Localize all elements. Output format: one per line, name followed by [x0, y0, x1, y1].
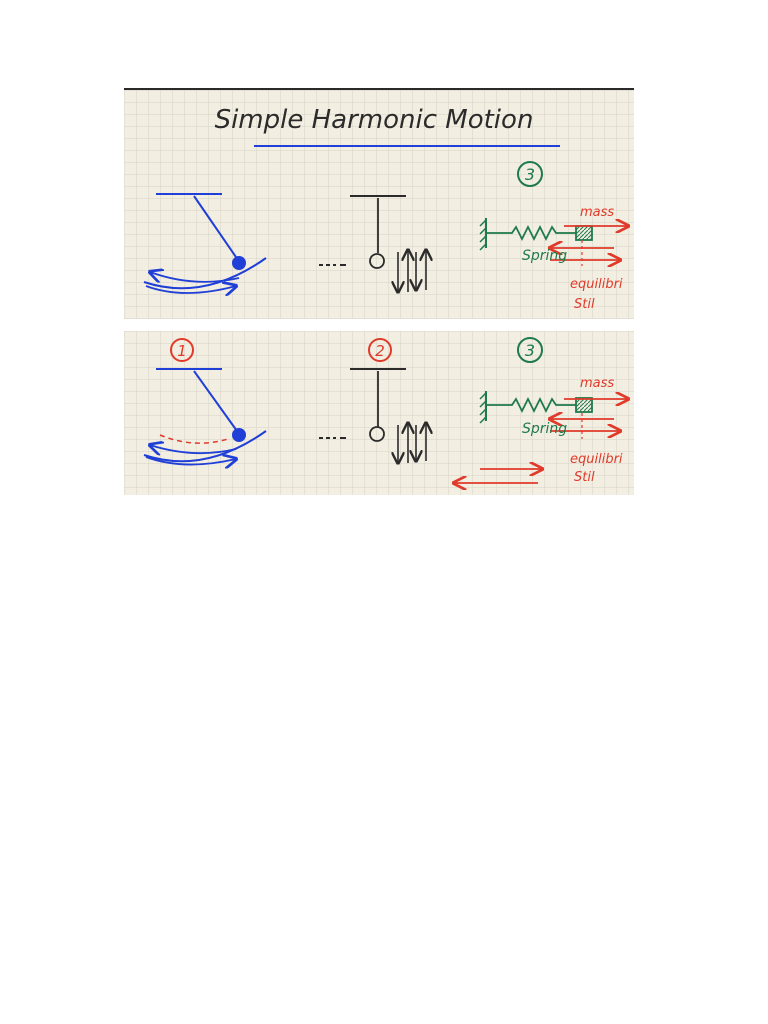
wall-hatch — [479, 219, 487, 251]
spring-coil — [486, 396, 576, 414]
label-3-circle — [517, 161, 543, 187]
label-2: 2 — [375, 342, 385, 360]
pendulum-diagram — [143, 368, 267, 465]
pendulum-bob — [232, 256, 246, 270]
horizontal-spring-diagram: mass Spring equilibri Stil — [479, 376, 628, 485]
pendulum-path-arc — [143, 430, 267, 463]
swing-arrow-left — [150, 272, 240, 282]
page-title: Simple Harmonic Motion — [215, 105, 534, 135]
swing-arrow-right — [145, 457, 236, 465]
slide-top: Simple Harmonic Motion 3 — [124, 88, 634, 319]
vertical-mass — [369, 426, 385, 442]
label-1-circle — [170, 338, 194, 362]
slide-top-canvas: Simple Harmonic Motion 3 — [124, 90, 634, 319]
pendulum-string — [193, 195, 239, 261]
pendulum-string — [193, 370, 238, 432]
spring-label: Spring — [522, 248, 567, 264]
mass-label: mass — [580, 205, 614, 220]
vertical-oscillator-diagram — [319, 195, 426, 292]
equilibrium-note-line1: equilibri — [570, 277, 623, 292]
wall-hatch — [479, 392, 487, 424]
spring-coil — [486, 224, 576, 242]
label-1: 1 — [177, 342, 187, 360]
grid-paper — [124, 90, 634, 319]
pendulum-path-arc — [143, 257, 267, 290]
label-3: 3 — [525, 341, 535, 360]
mass-block — [575, 225, 593, 241]
mass-block — [575, 397, 593, 413]
slide-bottom-canvas: 1 2 3 — [124, 331, 634, 495]
equilibrium-note-line2: Stil — [574, 470, 595, 485]
label-3: 3 — [525, 165, 535, 184]
swing-arrow-left — [150, 445, 237, 453]
spring-label: Spring — [522, 421, 567, 437]
equilibrium-note-line2: Stil — [574, 297, 595, 312]
pendulum-bob — [232, 428, 246, 442]
swing-arrow-right — [145, 286, 236, 293]
equilibrium-note-line1: equilibri — [570, 452, 623, 467]
pendulum-diagram — [143, 193, 267, 293]
mass-label: mass — [580, 376, 614, 391]
vertical-oscillator-diagram — [319, 368, 426, 463]
label-3-circle — [517, 337, 543, 363]
label-2-circle — [368, 338, 392, 362]
horizontal-spring-diagram: 3 mass Spring equilibri Stil — [479, 161, 628, 312]
vertical-mass — [369, 253, 385, 269]
slide-bottom: 1 2 3 — [124, 331, 634, 495]
